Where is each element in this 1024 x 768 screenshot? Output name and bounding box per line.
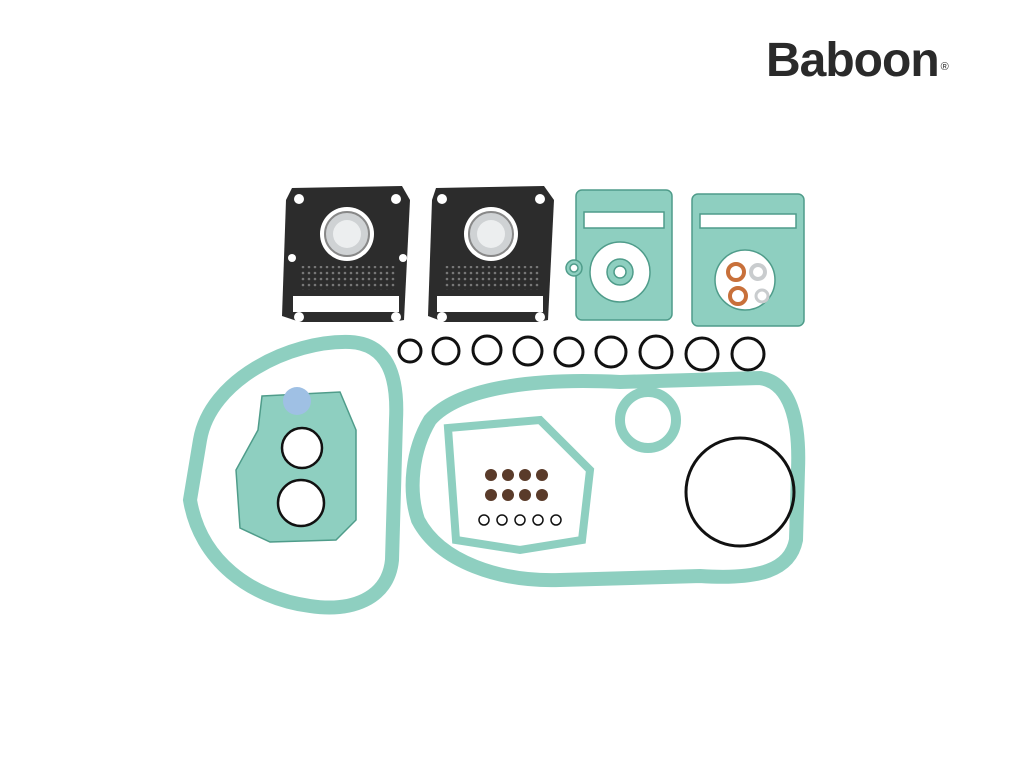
cylinder-base-gasket-1 (565, 189, 673, 321)
valve-stem-seals (485, 469, 548, 501)
brand-logo-text: Baboon (766, 34, 940, 87)
crankcase-cover-gasket-right (405, 370, 806, 588)
copper-seals (726, 262, 770, 306)
registered-mark: ® (940, 61, 949, 73)
cylinder-base-gasket-2 (691, 193, 805, 327)
cylinder-head-gasket-left (282, 186, 410, 322)
o-ring-row (397, 334, 766, 372)
small-o-rings (478, 514, 562, 526)
cylinder-head-gasket-right (428, 186, 554, 322)
crankcase-cover-gasket-left (182, 334, 404, 615)
brand-logo: Baboon ® (766, 34, 949, 88)
